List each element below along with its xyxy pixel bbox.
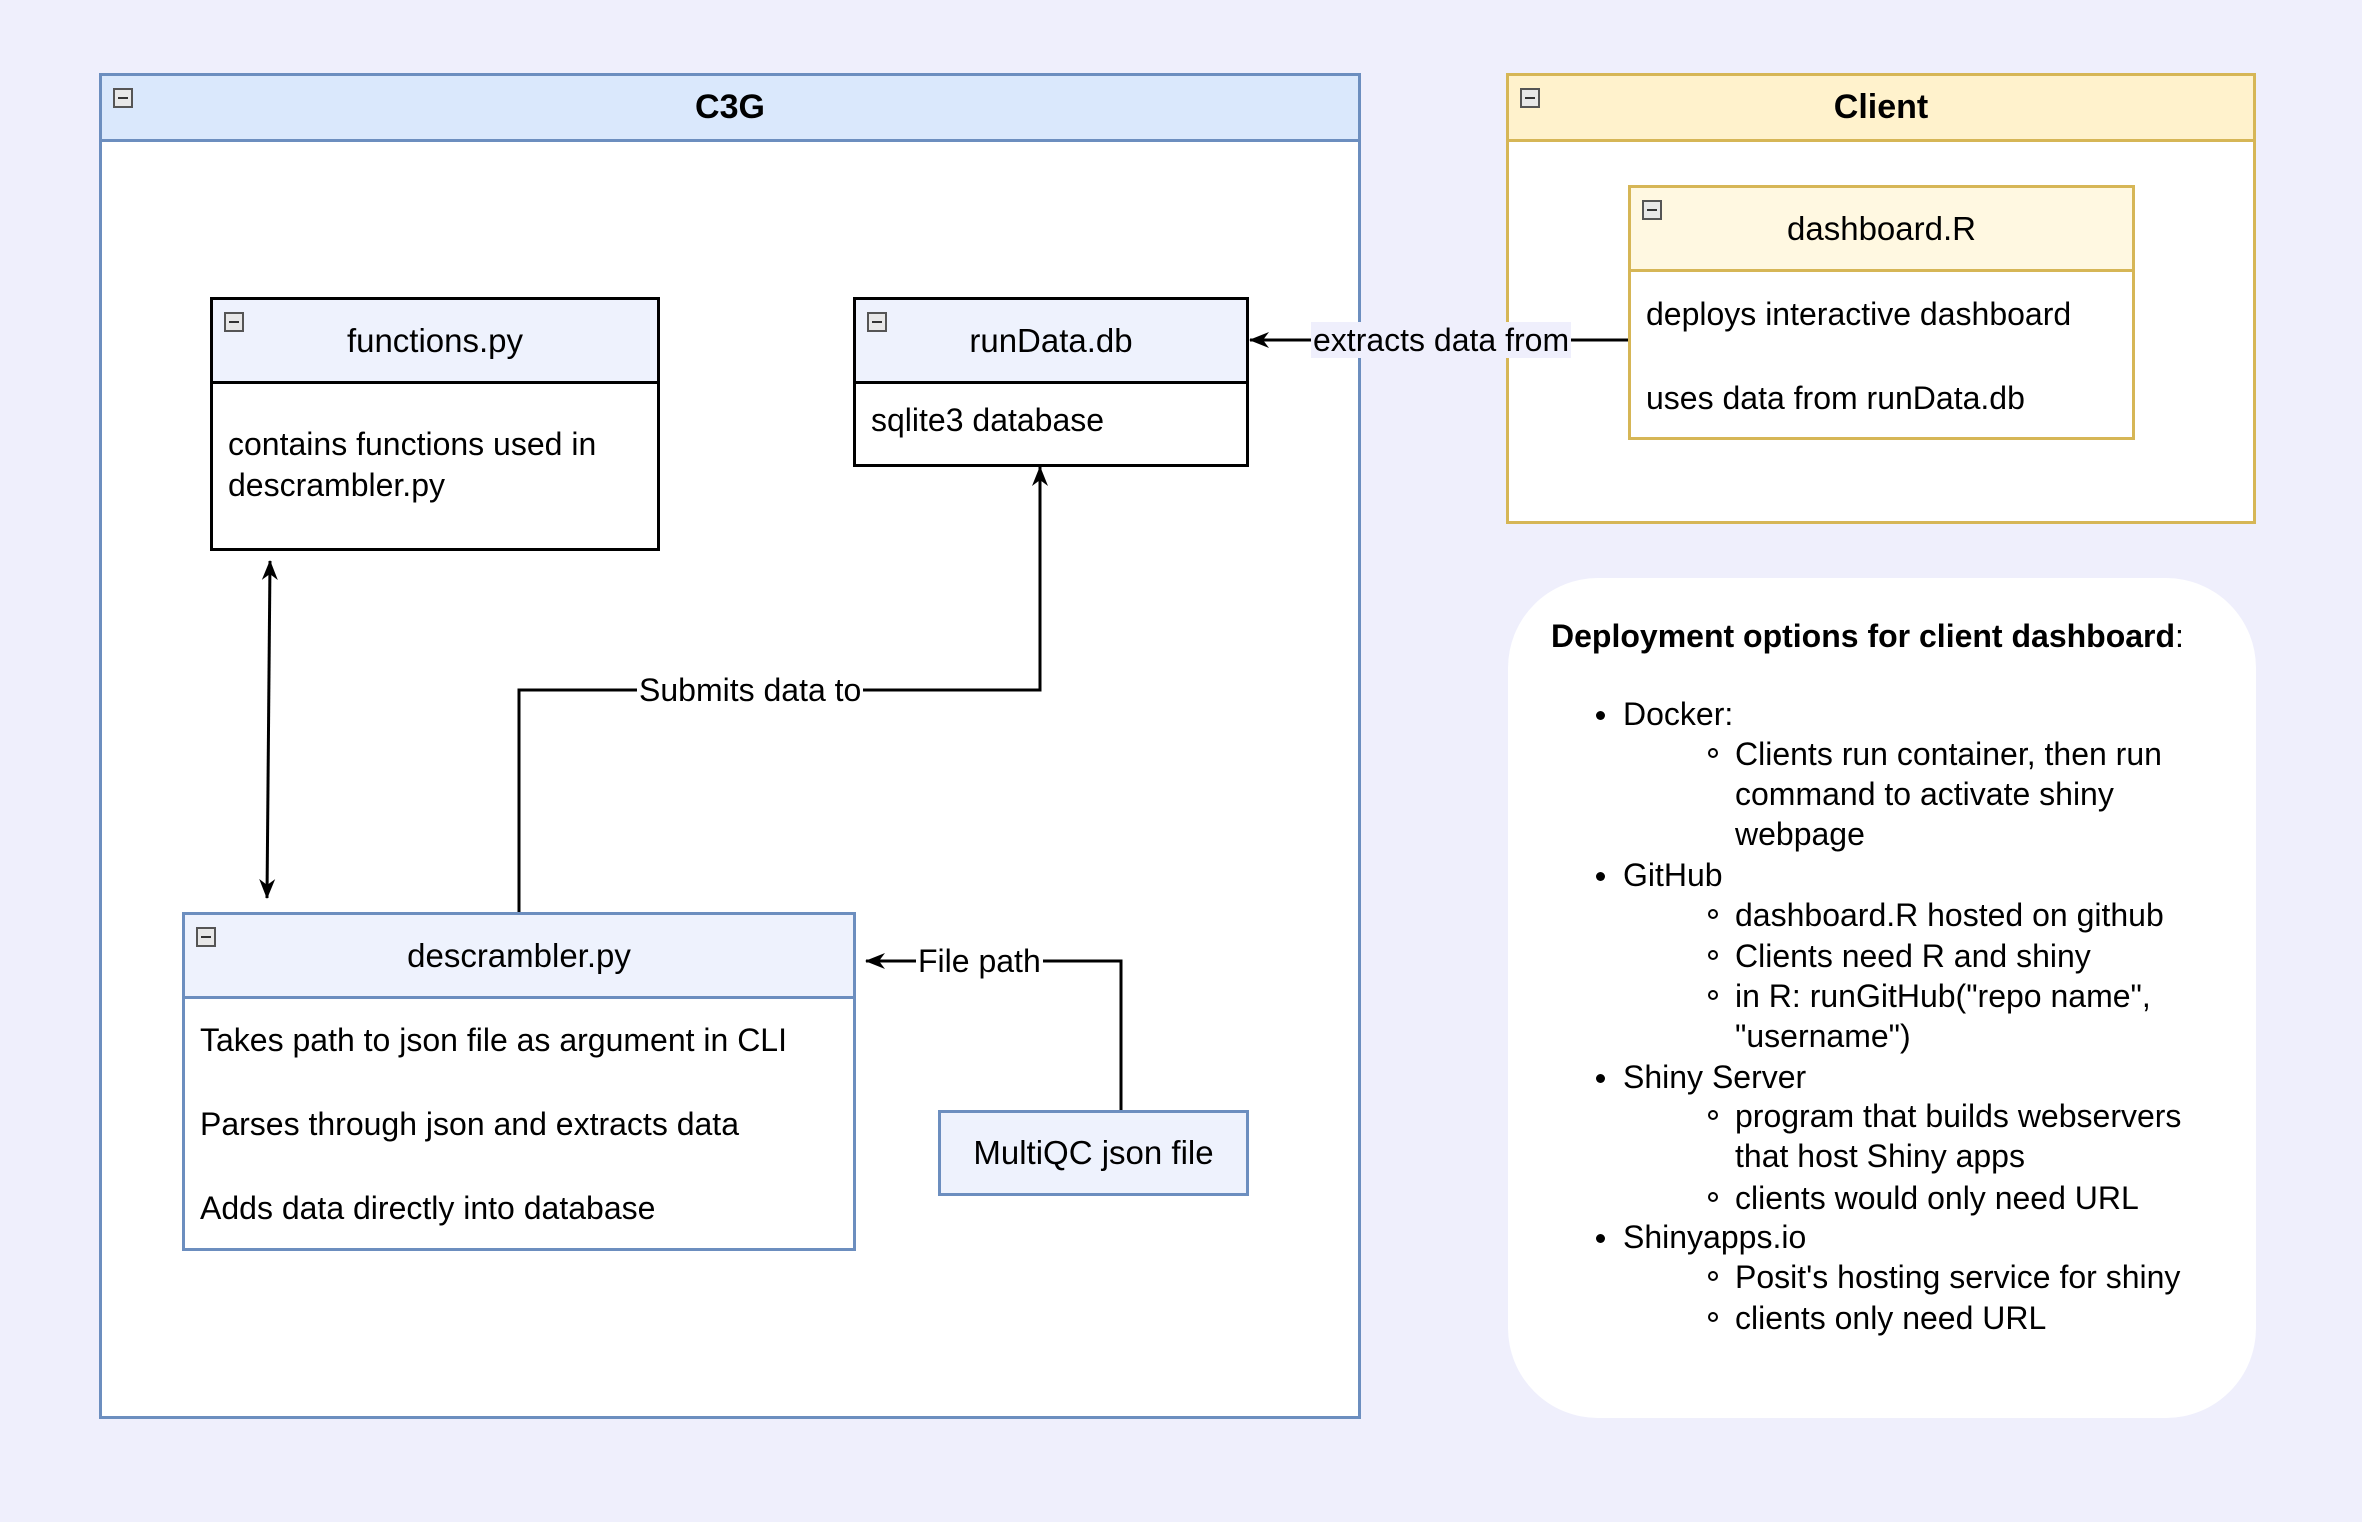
dashboard-r-title: dashboard.R: [1787, 209, 1976, 247]
functions-py-line-2: descrambler.py: [228, 467, 445, 503]
rundata-db-description: sqlite3 database: [871, 402, 1105, 438]
functions-py-line-1: contains functions used in: [228, 426, 597, 462]
descrambler-py-header: descrambler.py: [185, 915, 853, 999]
descrambler-row-1: Takes path to json file as argument in C…: [200, 1022, 787, 1058]
multiqc-json-label: MultiQC json file: [973, 1134, 1214, 1171]
dashboard-r-collapse-icon[interactable]: [1642, 200, 1662, 220]
option-github-item-3: in R: runGitHub("repo name", "username"): [1708, 976, 2235, 1056]
edge-functions-descrambler-line: [259, 560, 278, 899]
edge-file-path-line: [865, 953, 1123, 1110]
option-shinyapps-io-item-1: Posit's hosting service for shiny: [1708, 1257, 2235, 1297]
rundata-db-title: runData.db: [969, 321, 1133, 359]
option-docker: Docker:: [1595, 696, 1734, 732]
edge-file-path-label: File path: [916, 943, 1043, 979]
edge-extracts-label: extracts data from: [1311, 322, 1572, 358]
option-github: GitHub: [1596, 857, 1723, 893]
dashboard-r-row-2: uses data from runData.db: [1646, 380, 2025, 416]
dashboard-r-row-1: deploys interactive dashboard: [1646, 296, 2072, 332]
option-docker-item-1: Clients run container, then run command …: [1708, 734, 2235, 854]
c3g-title: C3G: [695, 88, 765, 126]
option-shinyapps-io-item-2: clients only need URL: [1708, 1298, 2235, 1338]
client-header: Client: [1509, 76, 2253, 142]
functions-py-collapse-icon[interactable]: [224, 312, 244, 332]
option-shinyapps-io: Shinyapps.io: [1595, 1219, 1807, 1255]
descrambler-row-3: Adds data directly into database: [200, 1190, 656, 1226]
edge-submits-label: Submits data to: [637, 672, 864, 708]
deployment-heading-colon: :: [2175, 618, 2184, 654]
multiqc-json-node[interactable]: MultiQC json file: [938, 1110, 1249, 1196]
functions-py-header: functions.py: [213, 300, 657, 384]
functions-py-node[interactable]: functions.py contains functions used in …: [210, 297, 660, 551]
client-collapse-icon[interactable]: [1520, 88, 1540, 108]
deployment-heading-text: Deployment options for client dashboard: [1551, 618, 2176, 654]
c3g-collapse-icon[interactable]: [113, 88, 133, 108]
deployment-notes[interactable]: Deployment options for client dashboard:…: [1508, 578, 2256, 1418]
descrambler-row-2: Parses through json and extracts data: [200, 1106, 739, 1142]
deployment-heading: Deployment options for client dashboard:: [1551, 618, 2184, 655]
dashboard-r-header: dashboard.R: [1631, 188, 2132, 272]
option-shiny-server: Shiny Server: [1595, 1059, 1807, 1095]
descrambler-py-title: descrambler.py: [407, 936, 631, 974]
c3g-header: C3G: [102, 76, 1358, 142]
functions-py-title: functions.py: [346, 321, 524, 359]
option-github-item-1: dashboard.R hosted on github: [1708, 895, 2235, 935]
rundata-db-collapse-icon[interactable]: [867, 312, 887, 332]
option-shiny-server-item-1: program that builds webservers that host…: [1708, 1096, 2235, 1176]
rundata-db-header: runData.db: [856, 300, 1246, 384]
client-title: Client: [1833, 88, 1929, 126]
descrambler-py-collapse-icon[interactable]: [196, 927, 216, 947]
descrambler-py-node[interactable]: descrambler.py Takes path to json file a…: [182, 912, 856, 1251]
option-github-item-2: Clients need R and shiny: [1708, 936, 2235, 976]
rundata-db-node[interactable]: runData.db sqlite3 database: [853, 297, 1249, 467]
dashboard-r-node[interactable]: dashboard.R deploys interactive dashboar…: [1628, 185, 2135, 440]
functions-py-description: contains functions used in descrambler.p…: [228, 424, 596, 506]
option-shiny-server-item-2: clients would only need URL: [1708, 1178, 2235, 1218]
